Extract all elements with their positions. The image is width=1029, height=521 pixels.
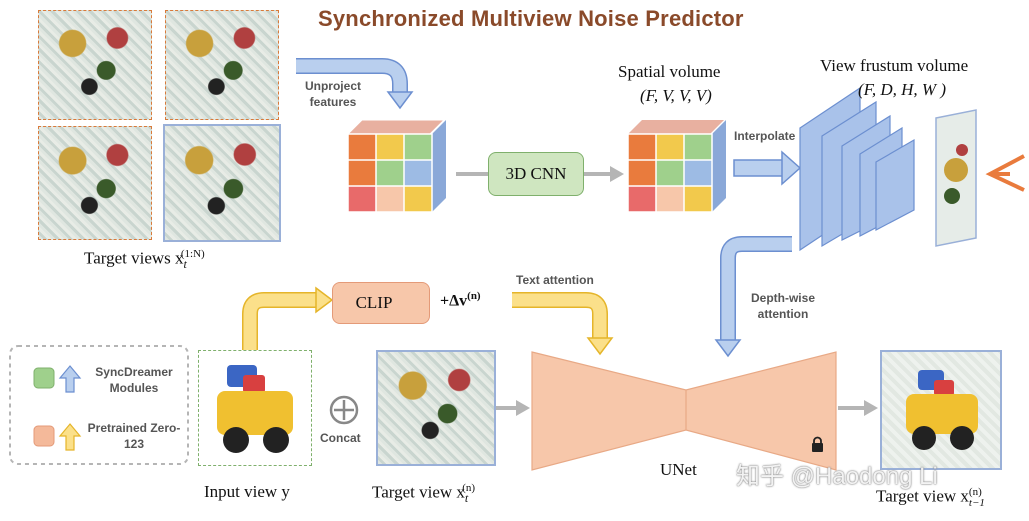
depth-attention-arrow — [714, 236, 792, 358]
concat-label: Concat — [320, 431, 361, 445]
legend-sync-label: SyncDreamer Modules — [95, 365, 173, 395]
gray-arrow-to-cube2 — [584, 166, 624, 182]
watermark: 知乎 @Haodong Li — [736, 463, 938, 490]
cnn-box: 3D CNN — [488, 152, 584, 196]
text-attention-label: Text attention — [516, 273, 594, 287]
noisy-view-1 — [38, 10, 152, 120]
concat-plus-icon — [329, 395, 359, 425]
camera-icon — [985, 154, 1025, 192]
interpolate-label: Interpolate — [734, 129, 796, 143]
depth-attention-label: Depth-wise attention — [750, 291, 815, 321]
diagram-title: Synchronized Multiview Noise Predictor — [318, 6, 744, 31]
target-views-label: Target views xt(1:N) — [84, 248, 205, 272]
cube-left — [346, 119, 446, 213]
target-view-t1-image — [880, 350, 1002, 470]
input-to-clip-arrow — [242, 286, 334, 350]
unproject-arrow — [296, 58, 414, 110]
frustum-dims: (F, D, H, W ) — [858, 80, 946, 99]
legend-zero123-label: Pretrained Zero-123 — [87, 421, 181, 451]
noisy-view-2 — [165, 10, 279, 120]
gray-arrow-to-output — [838, 400, 878, 416]
spatial-volume-title: Spatial volume — [618, 62, 721, 81]
cube-right — [627, 120, 726, 213]
legend-blue-arrow — [58, 365, 82, 393]
text-attention-arrow — [512, 292, 614, 356]
interpolate-arrow — [733, 150, 802, 186]
legend-box — [9, 345, 189, 465]
target-view-t-label: Target view xt(n) — [372, 482, 476, 506]
spatial-volume-dims: (F, V, V, V) — [640, 86, 712, 105]
input-view-image — [198, 350, 312, 466]
unet-label: UNet — [660, 460, 697, 479]
lock-icon-unet — [812, 436, 823, 452]
input-view-label: Input view y — [204, 482, 290, 501]
target-view-t1-label: Target view xt−1(n) — [876, 486, 985, 510]
unet-shape — [531, 351, 837, 471]
projected-view — [935, 109, 977, 247]
cnn-label: 3D CNN — [505, 164, 567, 183]
frustum-volume — [799, 86, 915, 252]
gray-arrow-to-unet — [496, 400, 530, 416]
frustum-title: View frustum volume — [820, 56, 969, 75]
clip-label: CLIP — [355, 293, 393, 312]
noisy-view-3 — [38, 126, 152, 240]
delta-v-label: +Δv(n) — [440, 290, 481, 310]
unproject-label: Unproject features — [304, 79, 361, 109]
legend-yellow-arrow — [58, 423, 82, 451]
clip-box: CLIP — [332, 282, 430, 324]
target-view-t-image — [376, 350, 496, 466]
noisy-view-4 — [163, 124, 281, 242]
